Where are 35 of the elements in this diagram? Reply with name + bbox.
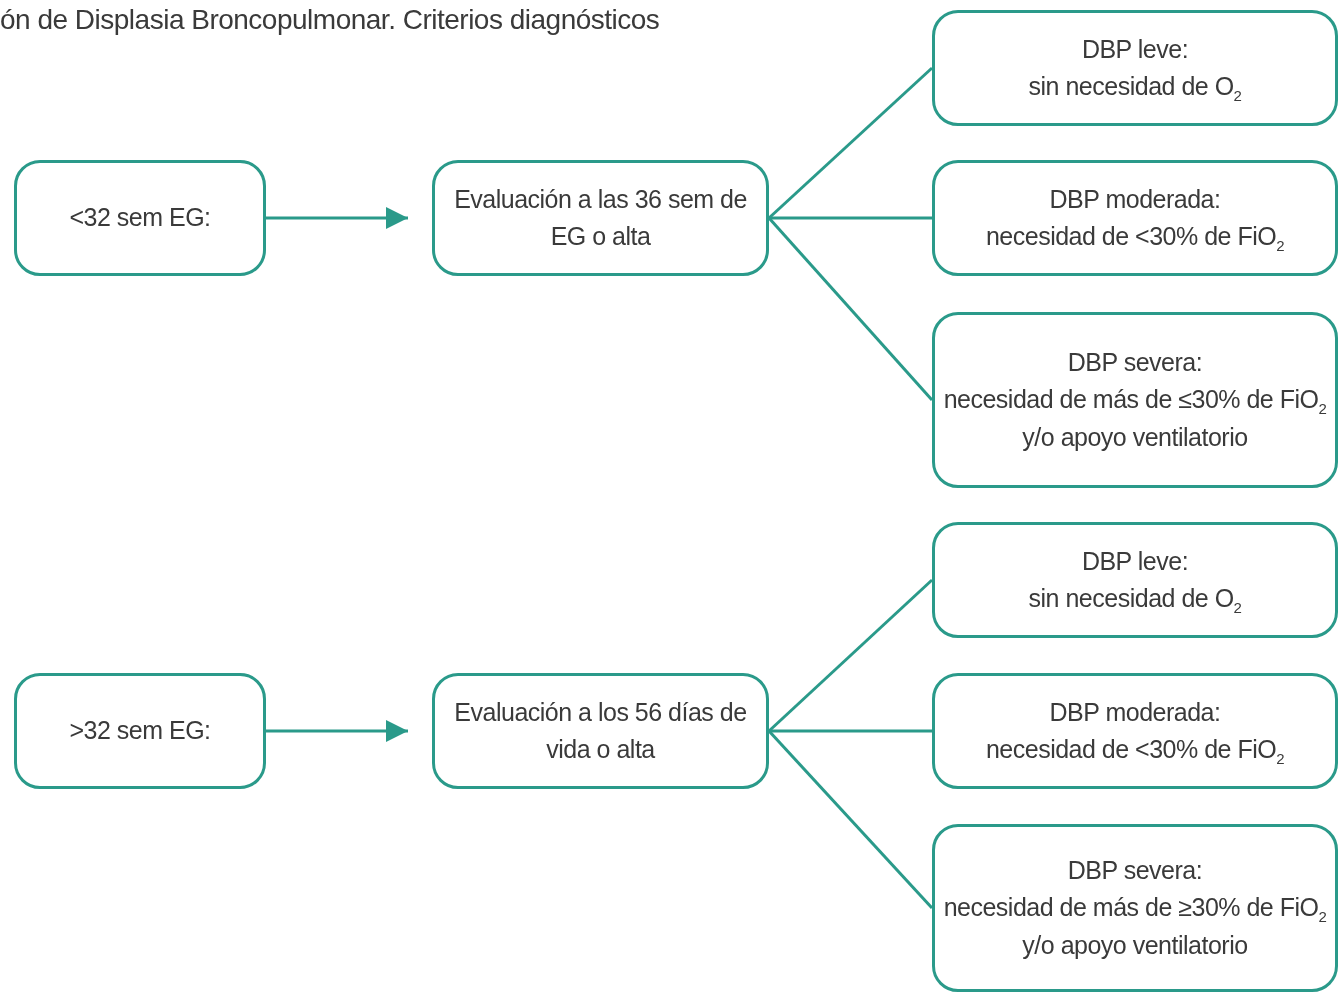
box-text: DBP leve: bbox=[1081, 33, 1189, 65]
arrow bbox=[266, 720, 408, 742]
rounded-box bbox=[932, 10, 1338, 126]
rounded-box bbox=[932, 312, 1338, 488]
box-text: DBP leve: bbox=[1081, 545, 1189, 577]
rounded-box bbox=[14, 160, 266, 276]
rounded-box bbox=[932, 160, 1338, 276]
rounded-box bbox=[432, 160, 769, 276]
box-text: DBP moderada: bbox=[1049, 696, 1221, 728]
connector-line bbox=[769, 216, 932, 220]
box-text: >32 sem EG: bbox=[69, 715, 211, 747]
box-text: sin necesidad de O$_{2}$ bbox=[1028, 71, 1242, 106]
box-text: Evaluación a las 36 sem de EG o alta bbox=[453, 183, 748, 252]
connector-line bbox=[767, 217, 934, 401]
rounded-box bbox=[14, 673, 266, 789]
box-text: <32 sem EG: bbox=[69, 202, 211, 234]
diagram-title: ón de Displasia Broncopulmonar. Criterios diagnósticos bbox=[0, 4, 660, 36]
box-text: necesidad de más de ≤30% de FiO$_{2}$ y/o apoyo ventilatorio bbox=[943, 384, 1327, 453]
rounded-box bbox=[932, 673, 1338, 789]
box-text: necesidad de <30% de FiO$_{2}$ bbox=[985, 734, 1285, 769]
rounded-box bbox=[932, 522, 1338, 638]
connector-line bbox=[767, 730, 934, 909]
box-text: necesidad de <30% de FiO$_{2}$ bbox=[985, 221, 1285, 256]
rounded-box bbox=[932, 824, 1338, 992]
connector-line bbox=[769, 729, 932, 733]
connector-line bbox=[768, 66, 933, 220]
box-text: DBP severa: bbox=[1067, 346, 1203, 378]
box-text: sin necesidad de O$_{2}$ bbox=[1028, 583, 1242, 618]
box-text: DBP moderada: bbox=[1049, 183, 1221, 215]
box-text: DBP severa: bbox=[1067, 854, 1203, 886]
connector-line bbox=[768, 578, 933, 733]
box-text: Evaluación a los 56 días de vida o alta bbox=[453, 696, 748, 765]
arrow bbox=[266, 207, 408, 229]
rounded-box bbox=[432, 673, 769, 789]
box-text: necesidad de más de ≥30% de FiO$_{2}$ y/o apoyo ventilatorio bbox=[943, 892, 1327, 961]
